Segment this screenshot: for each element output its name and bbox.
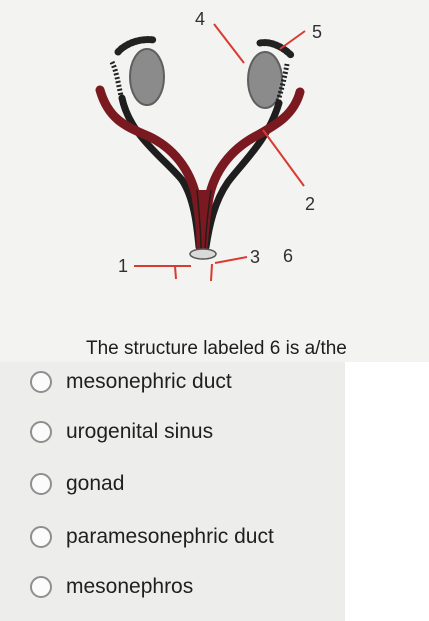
answer-option[interactable]: mesonephros — [30, 573, 193, 601]
pointer-line-4 — [213, 23, 245, 64]
label-5: 5 — [312, 22, 322, 42]
pointer-line-1-branch — [174, 265, 177, 280]
radio-button[interactable] — [30, 371, 52, 393]
pointer-line-3 — [214, 256, 248, 264]
answer-option-label: mesonephric duct — [66, 370, 232, 393]
answer-option-label: urogenital sinus — [66, 420, 214, 443]
right-fimbriae — [256, 39, 296, 60]
answer-options-panel — [0, 362, 345, 621]
embryo-reproductive-diagram: 1 2 3 4 5 6 — [95, 9, 322, 282]
left-paramesonephric-duct — [95, 85, 206, 253]
left-mesonephric-tubules — [109, 60, 124, 97]
label-1: 1 — [118, 256, 128, 276]
label-6: 6 — [283, 246, 293, 266]
pointer-line-2 — [262, 129, 305, 187]
label-4: 4 — [195, 9, 205, 29]
radio-button[interactable] — [30, 576, 52, 598]
answer-option[interactable]: mesonephric duct — [30, 368, 232, 396]
pointer-line-3-branch — [210, 263, 213, 282]
left-fimbriae — [114, 36, 158, 56]
label-3: 3 — [250, 247, 260, 267]
radio-button[interactable] — [30, 473, 52, 495]
answer-option-label: paramesonephric duct — [66, 525, 274, 548]
radio-button[interactable] — [30, 526, 52, 548]
answer-option[interactable]: paramesonephric duct — [30, 523, 274, 551]
urogenital-sinus — [189, 248, 217, 260]
answer-option[interactable]: gonad — [30, 470, 124, 498]
pointer-line-5 — [279, 30, 306, 50]
right-paramesonephric-duct — [198, 87, 305, 253]
answer-option-label: mesonephros — [66, 575, 194, 598]
radio-button[interactable] — [30, 421, 52, 443]
label-2: 2 — [305, 194, 315, 214]
answer-option[interactable]: urogenital sinus — [30, 418, 213, 446]
left-gonad — [129, 48, 165, 106]
answer-option-label: gonad — [66, 472, 125, 495]
diagram-panel: 1 2 3 4 5 6 — [0, 0, 429, 362]
question-prompt: The structure labeled 6 is a/the — [86, 338, 347, 359]
